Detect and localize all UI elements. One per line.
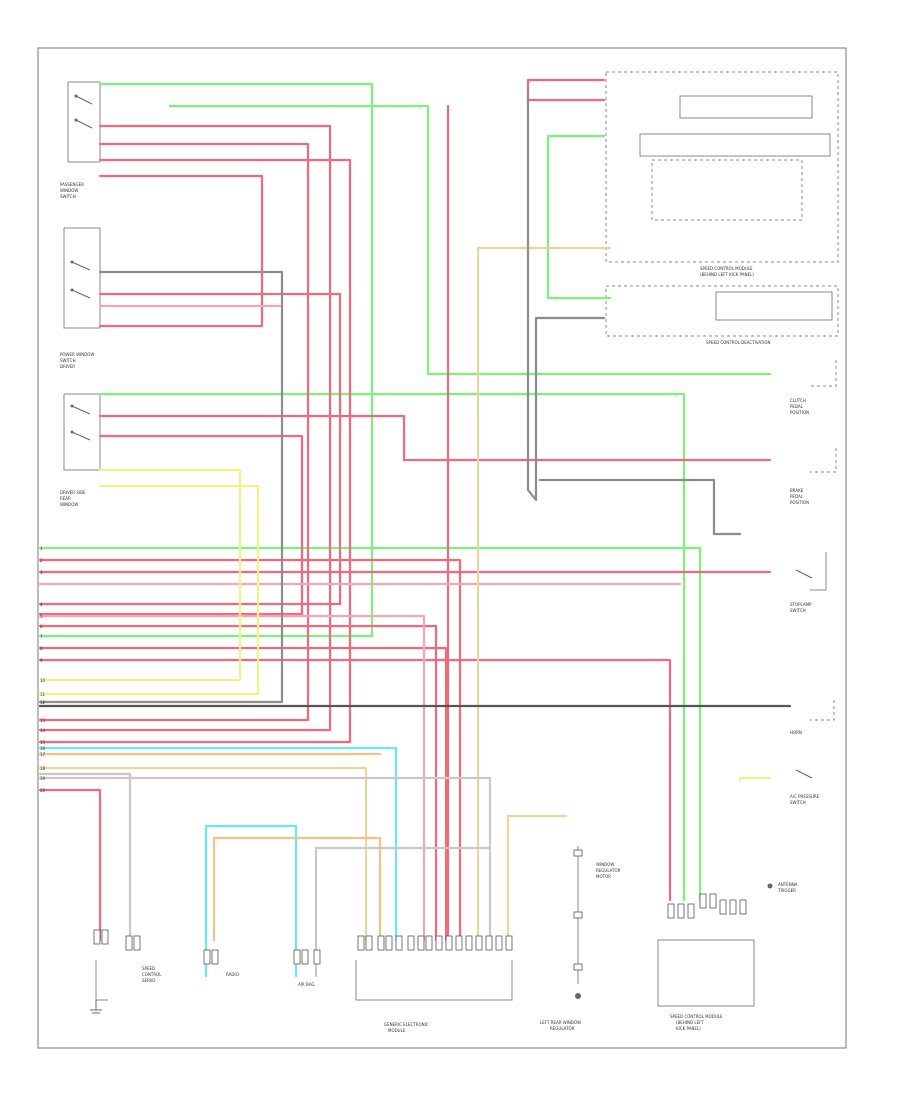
svg-text:HORN: HORN: [790, 730, 802, 735]
svg-text:12: 12: [40, 700, 46, 705]
svg-text:10: 10: [40, 678, 46, 683]
speed-control-deactivation-box: SPEED CONTROL DEACTIVATION: [605, 285, 839, 345]
svg-text:REAR: REAR: [60, 496, 71, 501]
svg-text:(BEHIND LEFT KICK PANEL): (BEHIND LEFT KICK PANEL): [700, 272, 754, 277]
svg-text:RADIO: RADIO: [226, 972, 239, 977]
svg-text:8: 8: [40, 646, 43, 651]
svg-text:(BEHIND LEFT: (BEHIND LEFT: [676, 1020, 704, 1025]
svg-text:7: 7: [40, 634, 43, 639]
svg-text:4: 4: [40, 602, 43, 607]
svg-text:17: 17: [40, 752, 46, 757]
svg-text:A/C PRESSURE: A/C PRESSURE: [790, 794, 820, 799]
svg-text:SWITCH: SWITCH: [60, 358, 76, 363]
svg-text:AIR BAG: AIR BAG: [298, 982, 314, 987]
svg-text:SPEED CONTROL DEACTIVATION: SPEED CONTROL DEACTIVATION: [706, 340, 771, 345]
svg-text:15: 15: [40, 740, 46, 745]
svg-text:13: 13: [40, 718, 46, 723]
left-rear-window-regulator: LEFT REAR WINDOW REGULATOR WINDOW REGULA…: [540, 846, 621, 1031]
svg-text:SPEED CONTROL MODULE: SPEED CONTROL MODULE: [670, 1014, 723, 1019]
svg-text:WINDOW: WINDOW: [596, 862, 614, 867]
svg-text:DRIVER: DRIVER: [60, 364, 75, 369]
svg-text:PEDAL: PEDAL: [790, 494, 804, 499]
passenger-window-switch: PASSENGER WINDOW SWITCH: [60, 81, 101, 199]
svg-text:POSITION: POSITION: [790, 500, 809, 505]
svg-text:TRIGGER: TRIGGER: [777, 888, 796, 893]
svg-text:5: 5: [40, 614, 43, 619]
svg-text:STOPLAMP: STOPLAMP: [790, 602, 812, 607]
svg-text:POSITION: POSITION: [790, 410, 809, 415]
diagram-frame: [37, 47, 847, 1049]
svg-text:18: 18: [40, 766, 46, 771]
svg-text:MOTOR: MOTOR: [596, 874, 611, 879]
svg-text:MODULE: MODULE: [388, 1028, 406, 1033]
svg-text:REGULATOR: REGULATOR: [596, 868, 621, 873]
svg-text:11: 11: [40, 692, 46, 697]
svg-text:3: 3: [40, 570, 43, 575]
ground-symbol: [90, 1000, 102, 1014]
svg-text:PEDAL: PEDAL: [790, 404, 804, 409]
svg-text:SWITCH: SWITCH: [790, 608, 806, 613]
svg-text:PASSENGER: PASSENGER: [60, 182, 84, 187]
svg-text:REGULATOR: REGULATOR: [550, 1026, 575, 1031]
svg-text:1: 1: [40, 546, 43, 551]
svg-text:SWITCH: SWITCH: [60, 194, 76, 199]
svg-text:9: 9: [40, 658, 43, 663]
driver-door-window-switch: POWER WINDOW SWITCH DRIVER: [60, 227, 101, 369]
svg-text:POWER WINDOW: POWER WINDOW: [60, 352, 94, 357]
speed-control-module-box: SPEED CONTROL MODULE (BEHIND LEFT KICK P…: [605, 71, 839, 277]
svg-text:CLUTCH: CLUTCH: [790, 398, 806, 403]
svg-text:LEFT REAR WINDOW: LEFT REAR WINDOW: [540, 1020, 581, 1025]
speed-control-amplifier: SPEED CONTROL MODULE (BEHIND LEFT KICK P…: [657, 893, 755, 1031]
driver-rear-window-switch: DRIVER SIDE REAR WINDOW: [60, 393, 101, 507]
svg-text:DRIVER SIDE: DRIVER SIDE: [60, 490, 86, 495]
svg-text:2: 2: [40, 558, 43, 563]
svg-text:BRAKE: BRAKE: [790, 488, 804, 493]
left-edge-pins: 1 2 3 4 5 6 7 8 9 10 11 12 13 14 15 16 1…: [40, 546, 46, 793]
svg-text:WINDOW: WINDOW: [60, 188, 78, 193]
center-connector: GENERIC ELECTRONIC MODULE: [355, 935, 513, 1033]
svg-text:SPEED CONTROL MODULE: SPEED CONTROL MODULE: [700, 266, 753, 271]
svg-text:ANTENNA: ANTENNA: [778, 882, 798, 887]
svg-text:GENERIC ELECTRONIC: GENERIC ELECTRONIC: [384, 1022, 429, 1027]
svg-text:16: 16: [40, 746, 46, 751]
svg-text:KICK PANEL): KICK PANEL): [676, 1026, 701, 1031]
bottom-connectors: SPEED CONTROL SERVO RADIO AIR BAG: [93, 846, 755, 1033]
svg-text:CONTROL: CONTROL: [142, 972, 162, 977]
svg-text:SPEED: SPEED: [142, 966, 155, 971]
svg-text:SERVO: SERVO: [142, 978, 155, 983]
right-side-components: CLUTCH PEDAL POSITION BRAKE PEDAL POSITI…: [767, 360, 837, 893]
svg-text:SWITCH: SWITCH: [790, 800, 806, 805]
svg-text:14: 14: [40, 728, 46, 733]
svg-text:6: 6: [40, 624, 43, 629]
svg-text:WINDOW: WINDOW: [60, 502, 78, 507]
svg-text:19: 19: [40, 776, 46, 781]
svg-text:20: 20: [40, 788, 46, 793]
